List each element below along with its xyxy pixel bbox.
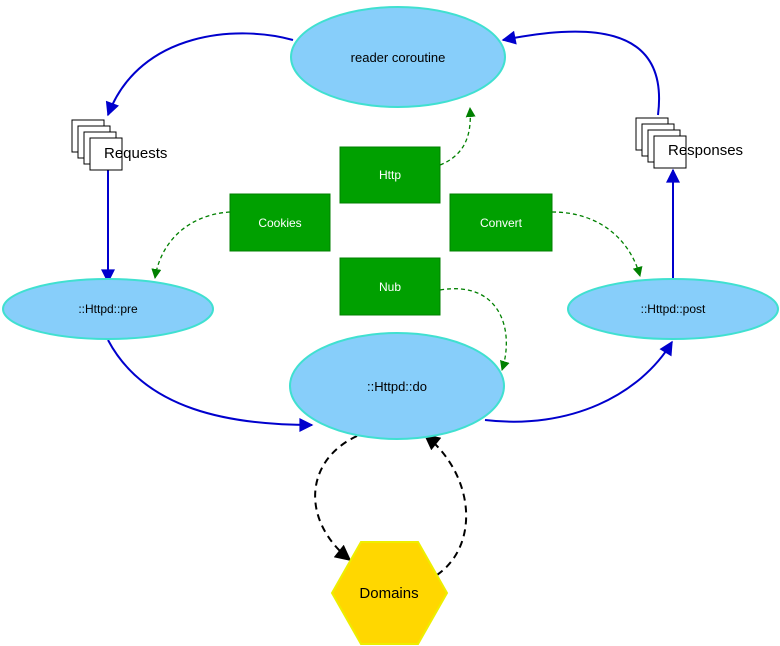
- post-ellipse: [567, 278, 779, 340]
- do-label: ::Httpd::do: [367, 379, 427, 394]
- node-domains: Domains: [330, 541, 449, 645]
- node-requests: Requests: [71, 119, 167, 171]
- nub-label: Nub: [379, 280, 401, 294]
- requests-label: Requests: [104, 145, 167, 162]
- edge-cookies-to-pre: [151, 211, 231, 279]
- post-label: ::Httpd::post: [641, 302, 706, 316]
- pre-ellipse: [2, 278, 214, 340]
- node-nub: Nub: [339, 257, 441, 316]
- edge-reader-to-requests: [105, 32, 294, 117]
- node-httpd-pre: ::Httpd::pre: [2, 278, 214, 340]
- edge-responses-to-reader: [501, 30, 661, 116]
- node-reader-coroutine: reader coroutine: [290, 6, 506, 108]
- node-responses: Responses: [635, 117, 743, 169]
- node-http: Http: [339, 146, 441, 204]
- cookies-label: Cookies: [258, 216, 301, 230]
- edge-pre-to-do: [107, 339, 314, 432]
- edge-nub-to-do: [439, 288, 510, 371]
- edge-domains-to-do: [423, 433, 468, 576]
- nub-box: [339, 257, 441, 316]
- reader-label: reader coroutine: [351, 50, 446, 65]
- convert-label: Convert: [480, 216, 523, 230]
- edge-do-to-domains: [314, 435, 358, 562]
- domains-hexagon: [330, 541, 449, 645]
- domains-label: Domains: [359, 585, 418, 602]
- pre-label: ::Httpd::pre: [78, 302, 138, 316]
- reader-ellipse: [290, 6, 506, 108]
- convert-box: [449, 193, 553, 252]
- node-httpd-post: ::Httpd::post: [567, 278, 779, 340]
- edge-http-to-reader: [439, 107, 476, 166]
- do-ellipse: [289, 332, 505, 440]
- node-cookies: Cookies: [229, 193, 331, 252]
- responses-doc-stack-icon: [635, 117, 687, 169]
- http-label: Http: [379, 168, 401, 182]
- node-httpd-do: ::Httpd::do: [289, 332, 505, 440]
- edge-do-to-post: [484, 340, 673, 423]
- node-convert: Convert: [449, 193, 553, 252]
- edge-convert-to-post: [551, 211, 643, 277]
- responses-label: Responses: [668, 142, 743, 159]
- requests-doc-stack-icon: [71, 119, 123, 171]
- cookies-box: [229, 193, 331, 252]
- http-box: [339, 146, 441, 204]
